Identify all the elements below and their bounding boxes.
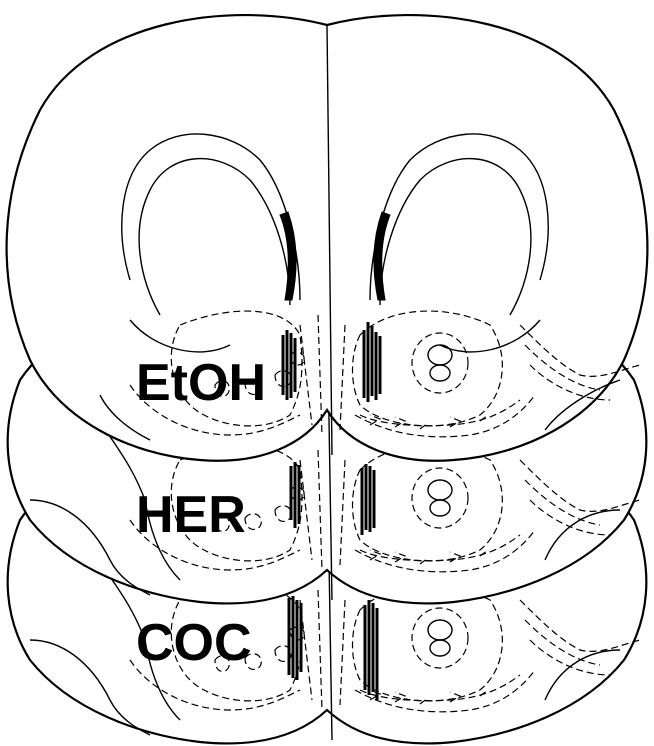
label-coc: COC [136, 614, 252, 672]
section-etoh [7, 15, 648, 461]
label-her: HER [136, 486, 246, 544]
label-etoh: EtOH [136, 354, 266, 412]
